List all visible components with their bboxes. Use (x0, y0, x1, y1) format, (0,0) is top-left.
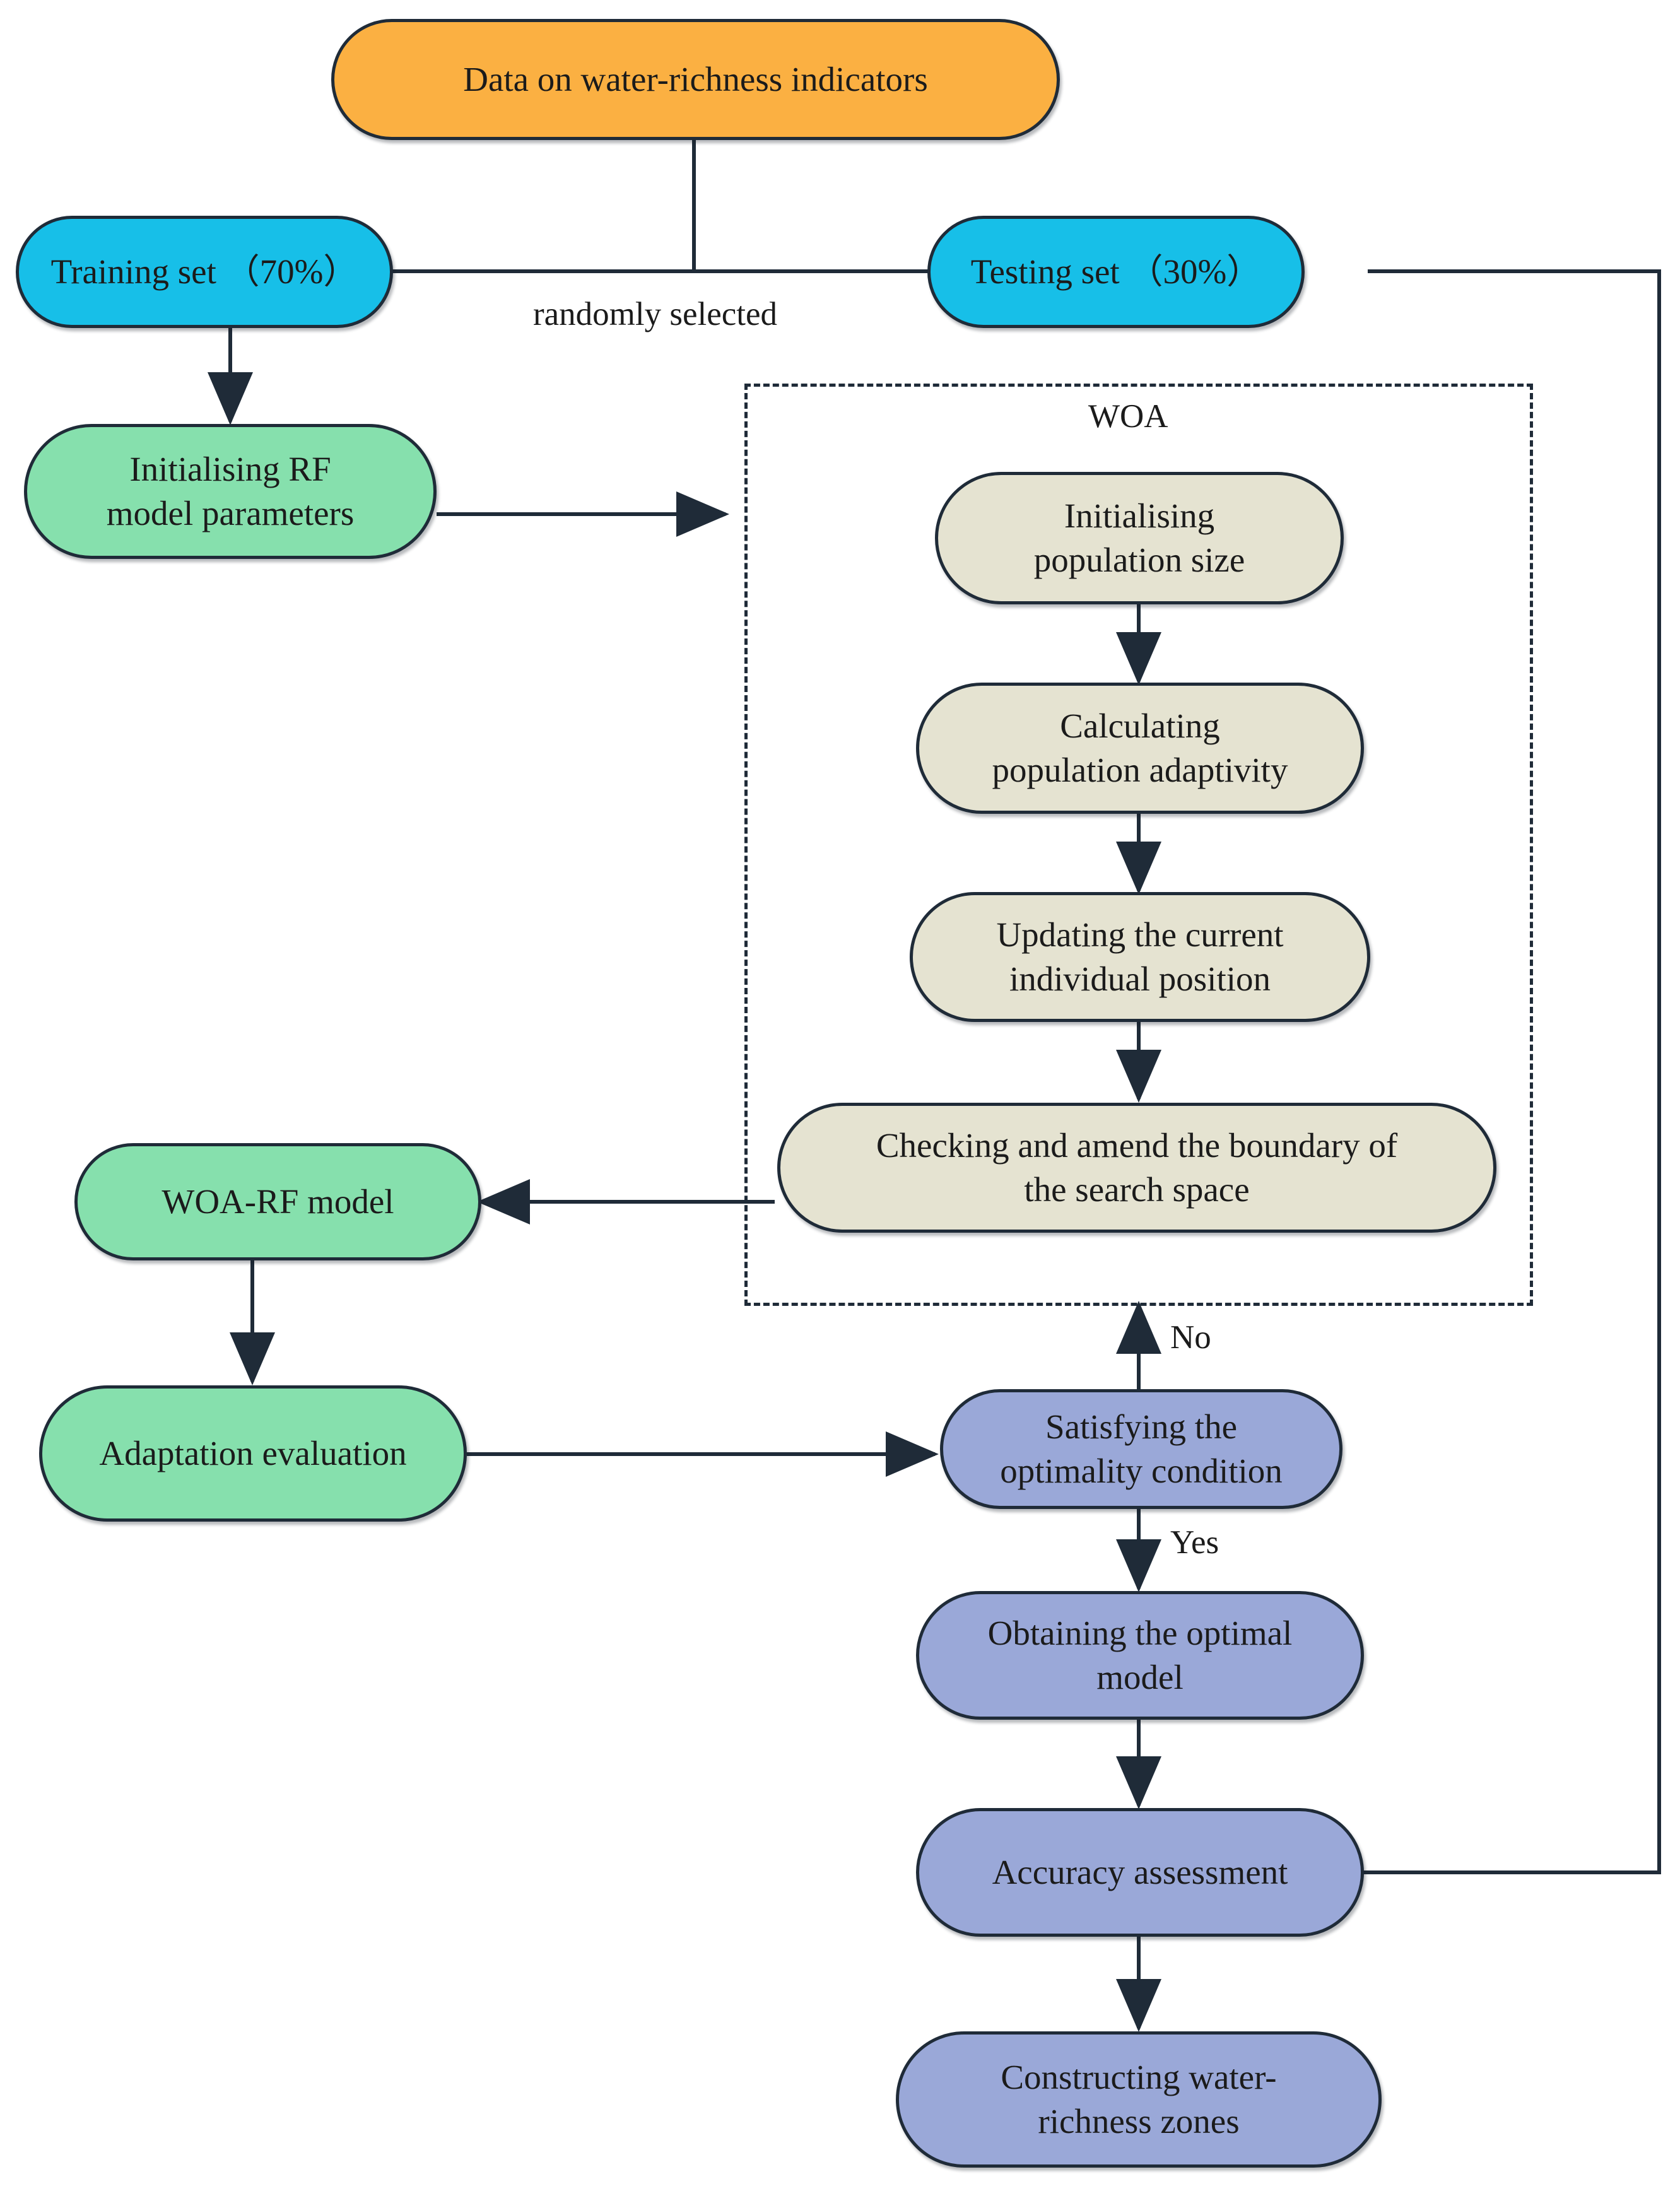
edge-label-no: No (1170, 1319, 1211, 1356)
node-init-population[interactable]: Initialising population size (935, 472, 1344, 604)
edge-label-yes: Yes (1170, 1524, 1219, 1561)
node-init-rf[interactable]: Initialising RF model parameters (24, 424, 437, 559)
node-accuracy[interactable]: Accuracy assessment (916, 1808, 1364, 1937)
node-calc-adaptivity-label: Calculating population adaptivity (992, 706, 1288, 789)
node-accuracy-label: Accuracy assessment (992, 1852, 1288, 1891)
node-satisfying[interactable]: Satisfying the optimality condition (940, 1389, 1342, 1509)
node-testing-set[interactable]: Testing set （30%） (927, 216, 1305, 328)
node-data-source-label: Data on water-richness indicators (463, 59, 928, 98)
node-check-boundary-label: Checking and amend the boundary of the s… (876, 1125, 1398, 1209)
woa-group-frame (744, 384, 1533, 1306)
node-optimal-model-label: Obtaining the optimal model (987, 1613, 1293, 1696)
node-woa-rf-model[interactable]: WOA-RF model (74, 1143, 481, 1260)
woa-group-label: WOA (1088, 398, 1168, 435)
node-adaptation-eval[interactable]: Adaptation evaluation (39, 1385, 467, 1522)
node-update-position-label: Updating the current individual position (996, 915, 1284, 998)
node-zones[interactable]: Constructing water- richness zones (896, 2031, 1382, 2168)
node-data-source[interactable]: Data on water-richness indicators (331, 19, 1060, 140)
node-adaptation-eval-label: Adaptation evaluation (99, 1433, 407, 1472)
node-training-set-label: Training set （70%） (50, 252, 358, 291)
node-satisfying-label: Satisfying the optimality condition (1000, 1407, 1283, 1490)
node-woa-rf-model-label: WOA-RF model (162, 1182, 394, 1221)
node-training-set[interactable]: Training set （70%） (16, 216, 393, 328)
edge-label-randomly-selected: randomly selected (533, 296, 778, 332)
node-zones-label: Constructing water- richness zones (1001, 2057, 1277, 2140)
node-optimal-model[interactable]: Obtaining the optimal model (916, 1591, 1364, 1720)
node-calc-adaptivity[interactable]: Calculating population adaptivity (916, 683, 1364, 814)
node-check-boundary[interactable]: Checking and amend the boundary of the s… (777, 1103, 1496, 1233)
node-testing-set-label: Testing set （30%） (970, 252, 1262, 291)
node-update-position[interactable]: Updating the current individual position (910, 892, 1370, 1022)
node-init-population-label: Initialising population size (1033, 496, 1245, 579)
node-init-rf-label: Initialising RF model parameters (106, 449, 355, 532)
